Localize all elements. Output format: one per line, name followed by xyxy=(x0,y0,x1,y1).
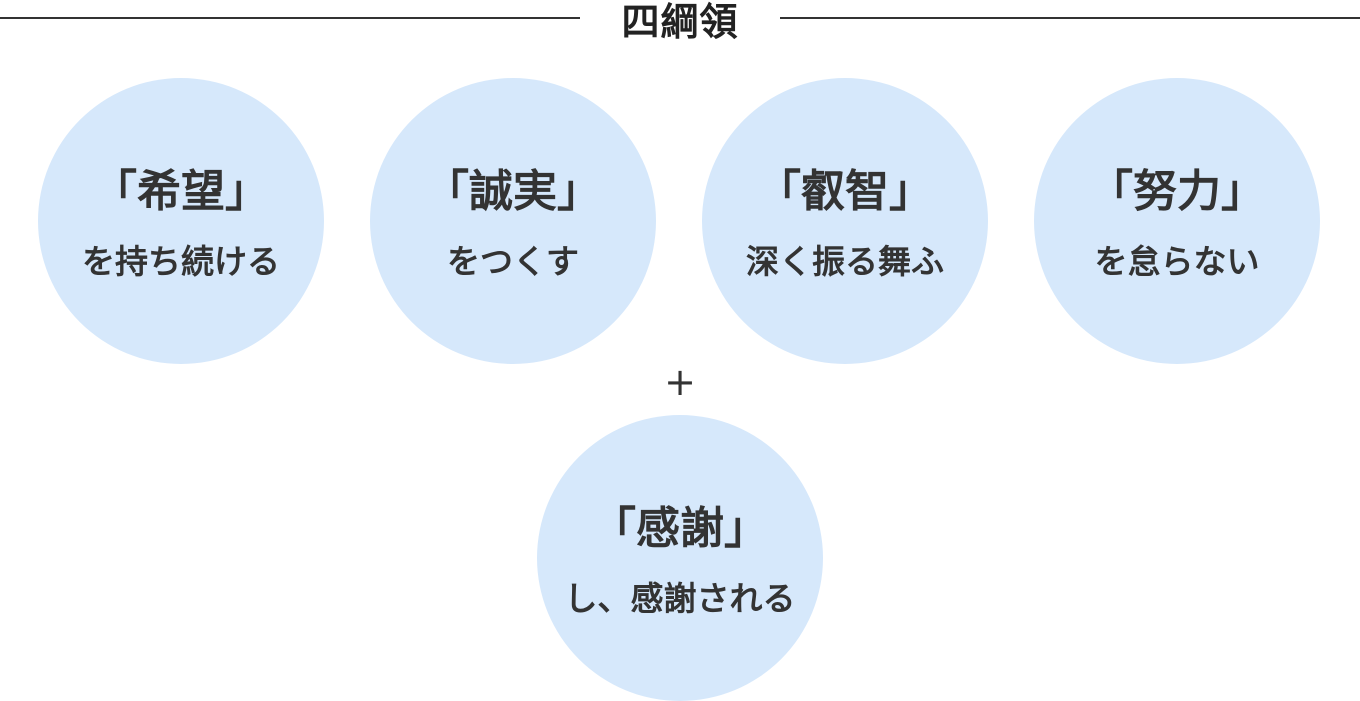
principle-sub-text: 深く振る舞ふ xyxy=(746,242,944,281)
principle-main-text: 「感謝」 xyxy=(592,503,768,554)
principle-main-text: 「誠実」 xyxy=(425,166,601,217)
principle-main-text: 「希望」 xyxy=(93,166,269,217)
principle-circle-gratitude: 「感謝」 し、感謝される xyxy=(537,415,823,701)
title-row: 四綱領 xyxy=(0,0,1360,44)
principle-main-text: 「努力」 xyxy=(1089,166,1265,217)
principle-circle-effort: 「努力」 を怠らない xyxy=(1034,78,1320,364)
principle-circle-wisdom: 「叡智」 深く振る舞ふ xyxy=(702,78,988,364)
principle-sub-text: し、感謝される xyxy=(564,579,796,618)
page-title: 四綱領 xyxy=(621,0,739,44)
plus-sign: + xyxy=(664,360,696,404)
principle-main-text: 「叡智」 xyxy=(757,166,933,217)
title-rule-left xyxy=(0,17,580,19)
title-rule-right xyxy=(780,17,1360,19)
principle-sub-text: を持ち続ける xyxy=(82,242,280,281)
principle-sub-text: をつくす xyxy=(447,242,579,281)
principle-sub-text: を怠らない xyxy=(1094,242,1260,281)
principle-circle-sincerity: 「誠実」 をつくす xyxy=(370,78,656,364)
principle-circle-hope: 「希望」 を持ち続ける xyxy=(38,78,324,364)
